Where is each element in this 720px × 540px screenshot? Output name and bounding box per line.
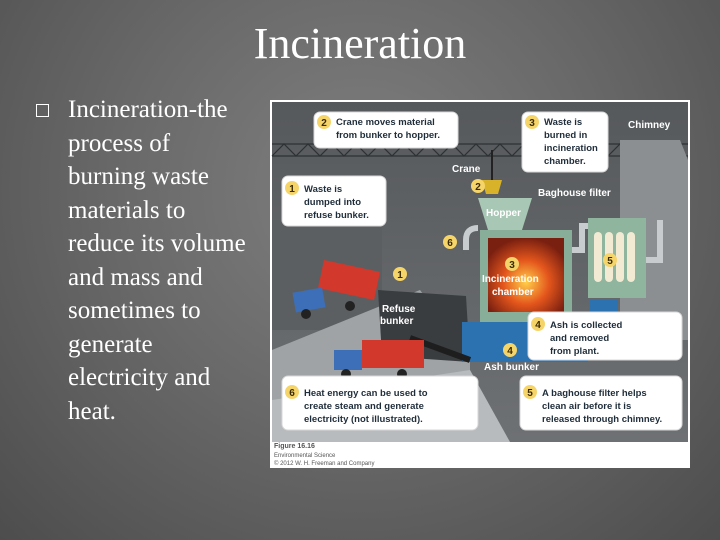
callout-text-6-line-3: electricity (not illustrated).: [304, 414, 423, 425]
callout-text-1-line-3: refuse bunker.: [304, 210, 369, 221]
callout-text-3-line-3: incineration: [544, 143, 598, 154]
figure-caption-line-2: Environmental Science: [274, 453, 336, 459]
callout-badge-3: 3: [529, 118, 535, 129]
callout-text-5-line-2: clean air before it is: [542, 401, 631, 412]
callout-text-5-line-3: released through chimney.: [542, 414, 662, 425]
slide-body-text: Incineration-the process of burning wast…: [68, 93, 253, 428]
callout-text-4-line-2: and removed: [550, 333, 609, 344]
callout-text-2-line-1: Crane moves material: [336, 117, 435, 128]
marker-3: 3: [509, 260, 515, 271]
callout-text-6-line-2: create steam and generate: [304, 401, 424, 412]
label-crane: Crane: [452, 164, 481, 175]
label-ash-bunker: Ash bunker: [484, 362, 539, 373]
callout-badge-4: 4: [535, 320, 541, 331]
callout-text-5-line-1: A baghouse filter helps: [542, 388, 647, 399]
label-chimney: Chimney: [628, 120, 671, 131]
label-incineration-chamber-line-2: chamber: [492, 287, 534, 298]
label-hopper: Hopper: [486, 208, 521, 219]
figure-caption-line-3: © 2012 W. H. Freeman and Company: [274, 460, 374, 467]
callout-badge-1: 1: [289, 184, 295, 195]
marker-4: 4: [507, 346, 513, 357]
callout-text-6-line-1: Heat energy can be used to: [304, 388, 428, 399]
callout-badge-2: 2: [321, 118, 327, 129]
bullet-box-icon: [36, 104, 49, 117]
callout-text-2-line-2: from bunker to hopper.: [336, 130, 440, 141]
figure-caption-line-1: Figure 16.16: [274, 443, 315, 450]
callout-text-1-line-1: Waste is: [304, 184, 342, 195]
callout-text-3-line-1: Waste is: [544, 117, 582, 128]
marker-1: 1: [397, 270, 403, 281]
marker-2: 2: [475, 182, 481, 193]
label-refuse-bunker-line-1: Refuse: [382, 304, 416, 315]
callout-badge-5: 5: [527, 388, 533, 399]
callout-text-3-line-4: chamber.: [544, 156, 586, 167]
label-refuse-bunker-line-2: bunker: [380, 316, 413, 327]
incineration-diagram-svg: 2 3 1 4 6 5 Crane moves material from bu…: [270, 100, 690, 468]
callout-badge-6: 6: [289, 388, 295, 399]
marker-5: 5: [607, 256, 613, 267]
marker-6: 6: [447, 238, 453, 249]
callout-text-1-line-2: dumped into: [304, 197, 361, 208]
label-incineration-chamber-line-1: Incineration: [482, 274, 539, 285]
callout-text-4-line-3: from plant.: [550, 346, 599, 357]
slide-title: Incineration: [0, 18, 720, 69]
label-baghouse-filter: Baghouse filter: [538, 188, 611, 199]
callout-text-3-line-2: burned in: [544, 130, 587, 141]
callout-text-4-line-1: Ash is collected: [550, 320, 623, 331]
incineration-diagram: 2 3 1 4 6 5 Crane moves material from bu…: [270, 100, 690, 468]
